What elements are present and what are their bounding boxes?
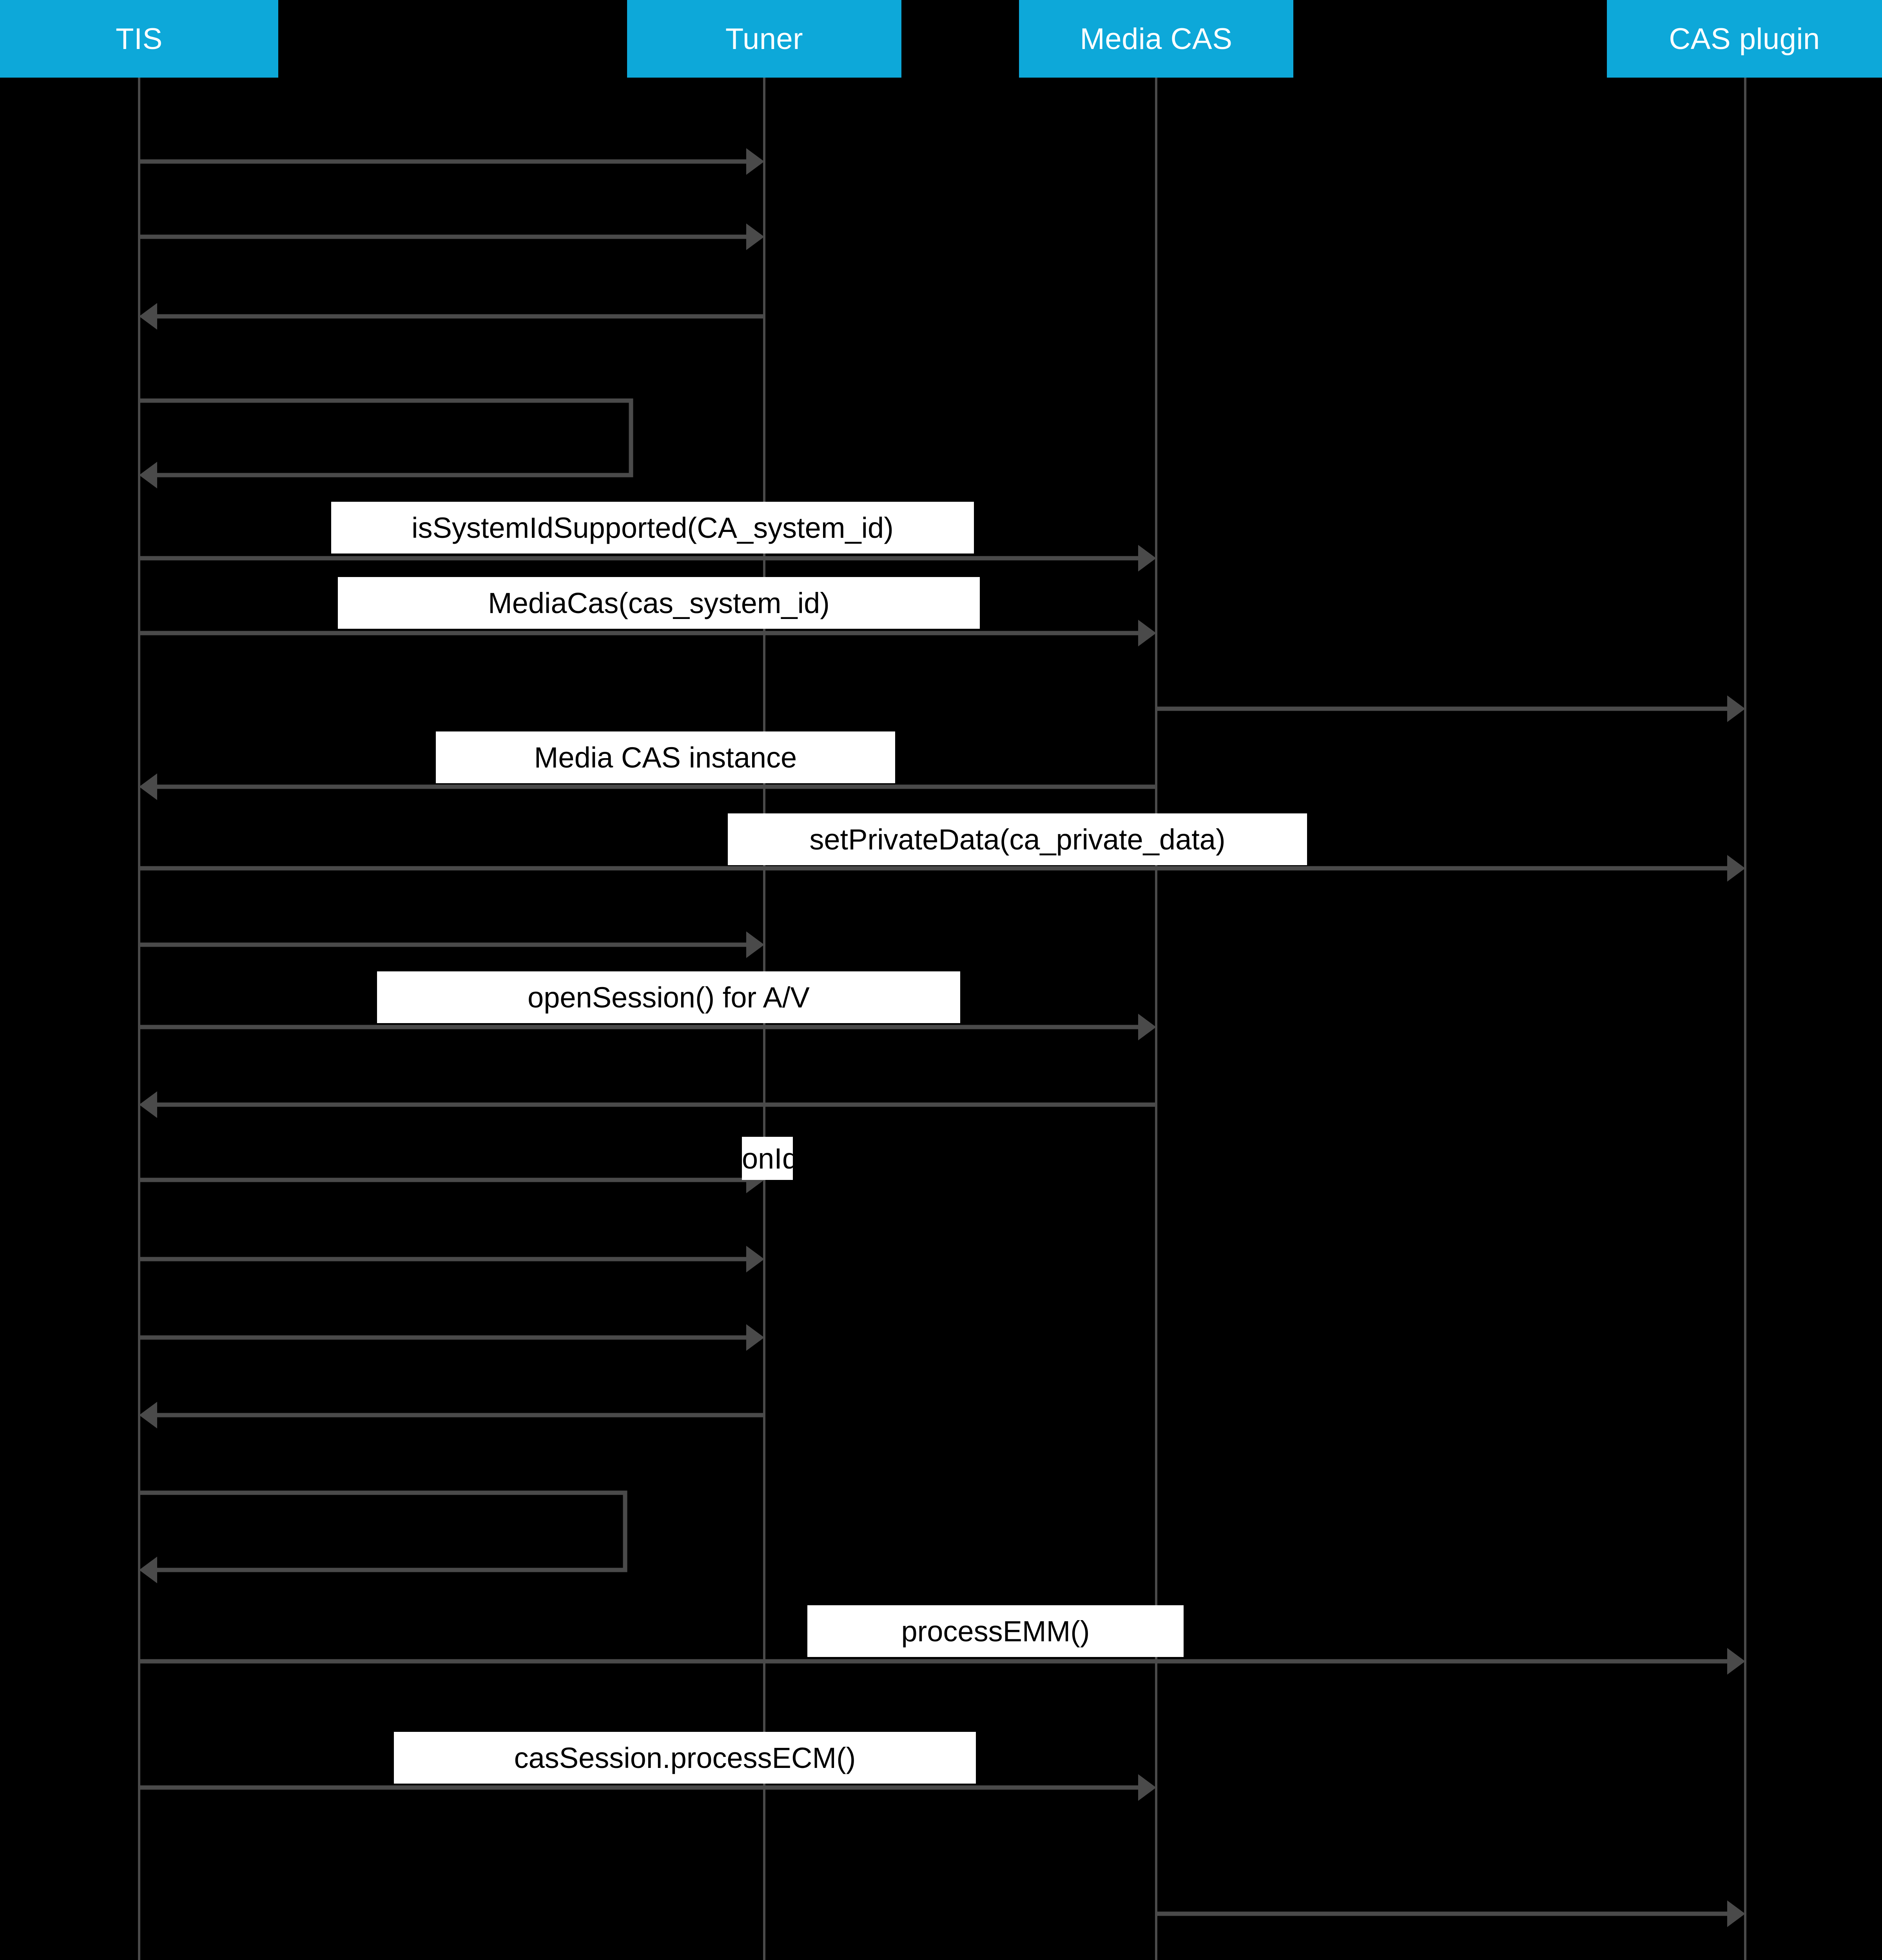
arrow-head [1138,1774,1156,1801]
message-m11 [139,1014,1156,1040]
message-m9 [139,855,1745,882]
arrow-head [139,773,157,800]
participant-header-casplugin[interactable]: CAS plugin [1607,0,1882,78]
message-m10 [139,931,764,958]
message-m14 [139,1246,764,1272]
arrow-head [139,1402,157,1428]
message-m20 [1156,1900,1745,1927]
message-label-m6: MediaCas(cas_system_id) [338,577,980,629]
arrow-head [1138,1014,1156,1040]
arrow-head [1727,855,1745,882]
message-label-m11: openSession() for A/V [377,971,960,1023]
arrow-head [746,148,764,175]
message-m15 [139,1324,764,1351]
self-message-path [139,398,633,477]
arrow-head [1727,1900,1745,1927]
arrow-head [1138,620,1156,646]
message-m19 [139,1774,1156,1801]
message-label-m5: isSystemIdSupported(CA_system_id) [331,502,974,554]
message-m5 [139,545,1156,572]
participant-label: TIS [116,22,163,56]
message-m2 [139,223,764,250]
message-m7 [1156,695,1745,722]
arrow-head [139,1557,157,1583]
self-message-path [139,1490,627,1572]
participant-header-mediacas[interactable]: Media CAS [1019,0,1293,78]
participant-header-tuner[interactable]: Tuner [627,0,901,78]
participant-label: CAS plugin [1669,22,1820,56]
message-label-m8: Media CAS instance [436,731,895,783]
message-label-m19: casSession.processECM() [394,1732,976,1784]
participant-label: Tuner [725,22,803,56]
message-label-m9: setPrivateData(ca_private_data) [728,813,1307,865]
arrow-head [1727,695,1745,722]
message-m17 [139,1490,627,1583]
message-m1 [139,148,764,175]
message-m16 [139,1402,764,1428]
arrow-head [139,1091,157,1118]
arrow-head [1727,1648,1745,1675]
message-label-m18: processEMM() [807,1605,1184,1657]
message-m18 [139,1648,1745,1675]
message-m4 [139,398,633,488]
message-m3 [139,303,764,330]
message-label-m13: onId [742,1137,793,1180]
message-m12 [139,1091,1156,1118]
arrow-head [139,303,157,330]
participant-header-tis[interactable]: TIS [0,0,278,78]
arrow-head [746,1324,764,1351]
arrow-head [746,223,764,250]
arrow-head [139,462,157,488]
message-m6 [139,620,1156,646]
message-m13 [139,1167,764,1193]
participant-label: Media CAS [1080,22,1233,56]
message-m8 [139,773,1156,800]
arrow-head [1138,545,1156,572]
arrow-head [746,931,764,958]
arrow-head [746,1246,764,1272]
